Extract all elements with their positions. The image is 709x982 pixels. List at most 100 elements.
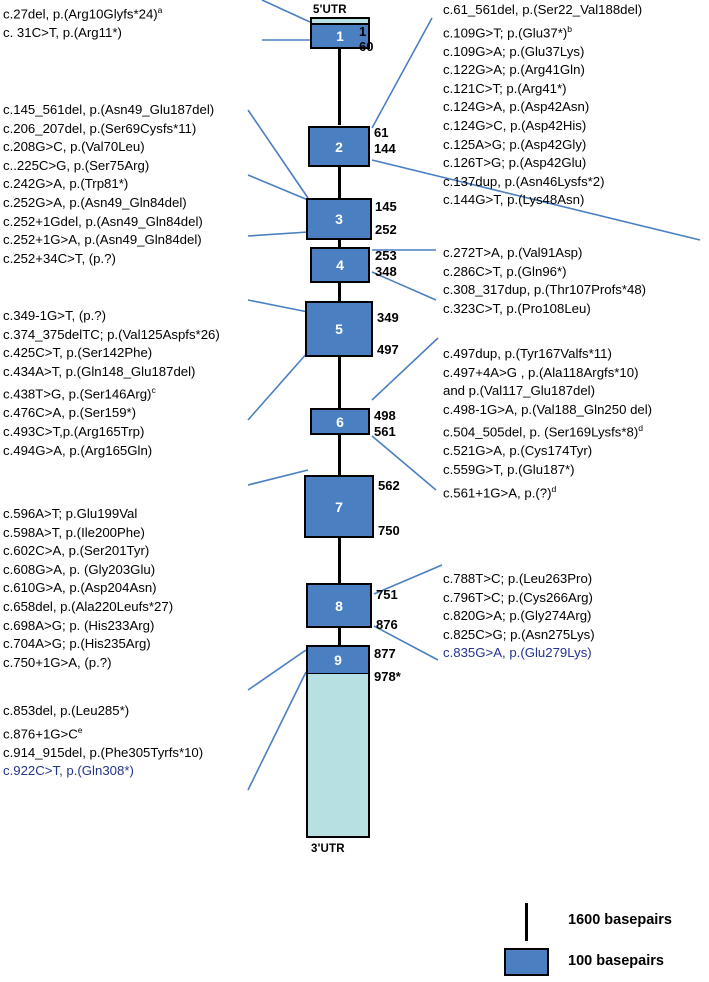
variant-line: c.61_561del, p.(Ser22_Val188del) [443, 2, 643, 17]
utr5-region [310, 17, 370, 25]
variant-block-exon3: c.145_561del, p.(Asn49_Glu187del) c.206_2… [3, 101, 214, 268]
variant-line: c.853del, p.(Leu285*) [3, 703, 130, 718]
variant-block-exon1: c.27del, p.(Arg10Glyfs*24)a c. 31C>T, p.(… [3, 1, 162, 43]
exon-4-end: 348 [375, 264, 397, 279]
legend-box-symbol [504, 948, 549, 976]
variant-line: c.788T>C; p.(Leu263Pro) [443, 571, 593, 586]
variant-line: c.109G>A; p.(Glu37Lys) [443, 43, 585, 59]
exon-3-start: 145 [375, 199, 397, 214]
variant-line: c.374_375delTC; p.(Val125Aspfs*26) [3, 326, 220, 342]
variant-line: c.252+1Gdel, p.(Asn49_Gln84del) [3, 213, 203, 229]
variant-line: c.242G>A, p.(Trp81*) [3, 176, 129, 192]
variant-line: c.27del, p.(Arg10Glyfs*24)a [3, 5, 163, 22]
legend-line-symbol [525, 903, 528, 941]
variant-line: c.206_207del, p.(Ser69Cysfs*11) [3, 120, 197, 136]
exon-6-end: 561 [374, 424, 396, 439]
variant-block-exon8: c.788T>C; p.(Leu263Pro) c.796T>C; p.(Cys2… [443, 570, 595, 663]
variant-line: c.286C>T, p.(Gln96*) [443, 263, 567, 279]
variant-line: c.561+1G>A, p.(?)d [443, 483, 557, 500]
exon-box-9[interactable]: 9 [306, 645, 370, 675]
variant-line: c.122G>A; p.(Arg41Gln) [443, 62, 585, 78]
exon-6-start: 498 [374, 408, 396, 423]
intron-5-6 [338, 355, 341, 409]
variant-line: c.272T>A, p.(Val91Asp) [443, 245, 583, 260]
variant-line: c.494G>A, p.(Arg165Gln) [3, 442, 153, 458]
intron-8-9 [338, 626, 341, 647]
exon-2-start: 61 [374, 125, 389, 140]
variant-line: c.493C>T,p.(Arg165Trp) [3, 423, 145, 439]
intron-2-3 [338, 166, 341, 201]
variant-line: c.145_561del, p.(Asn49_Glu187del) [3, 102, 215, 117]
exon-box-5[interactable]: 5 [305, 301, 373, 357]
exon-box-2[interactable]: 2 [308, 126, 370, 167]
variant-line: c.476C>A, p.(Ser159*) [3, 405, 137, 421]
exon-5-start: 349 [377, 310, 399, 325]
variant-line: c.124G>A, p.(Asp42Asn) [443, 99, 590, 115]
intron-3-4 [338, 238, 341, 248]
variant-line: c.438T>G, p.(Ser146Arg)c [3, 385, 156, 402]
variant-line: c.323C>T, p.(Pro108Leu) [443, 300, 591, 316]
variant-line: c.602C>A, p.(Ser201Tyr) [3, 543, 150, 559]
variant-line: c.497dup, p.(Tyr167Valfs*11) [443, 346, 612, 361]
variant-line: c.750+1G>A, (p.?) [3, 654, 112, 670]
variant-line: c.144G>T, p.(Lys48Asn) [443, 192, 585, 208]
exon-box-8[interactable]: 8 [306, 583, 372, 628]
variant-line: and p.(Val117_Glu187del) [443, 383, 596, 399]
footnote-marker: c [151, 385, 156, 396]
exon-box-7[interactable]: 7 [304, 475, 374, 538]
variant-line: c.835G>A, p.(Glu279Lys) [443, 645, 592, 661]
legend-box-label: 100 basepairs [568, 953, 664, 969]
variant-block-exon5: c.349-1G>T, (p.?)c.374_375delTC; p.(Val1… [3, 307, 220, 460]
footnote-marker: d [551, 483, 557, 494]
variant-line: c.698A>G; p. (His233Arg) [3, 617, 155, 633]
variant-line: c.796T>C; p.(Cys266Arg) [443, 589, 593, 605]
utr3-region [306, 674, 370, 838]
variant-line: c.126T>G; p.(Asp42Glu) [443, 155, 587, 171]
exon-2-end: 144 [374, 141, 396, 156]
variant-line: c.308_317dup, p.(Thr107Profs*48) [443, 282, 647, 298]
exon-1-start: 1 [359, 24, 367, 39]
exon-box-3[interactable]: 3 [306, 198, 372, 240]
exon-7-start: 562 [378, 478, 400, 493]
variant-line: c.825C>G; p.(Asn275Lys) [443, 626, 595, 642]
exon-1-end: 60 [359, 39, 374, 54]
intron-4-5 [338, 281, 341, 302]
variant-line: c.208G>C, p.(Val70Leu) [3, 139, 145, 155]
variant-line: c. 31C>T, p.(Arg11*) [3, 24, 122, 40]
variant-block-exon6: c.497dup, p.(Tyr167Valfs*11) c.497+4A>G ,… [443, 345, 652, 503]
variant-line: c.876+1G>Ce [3, 724, 83, 741]
footnote-marker: b [567, 23, 573, 34]
intron-7-8 [338, 537, 341, 584]
exon-box-6[interactable]: 6 [310, 408, 370, 435]
variant-line: c.252+1G>A, p.(Asn49_Gln84del) [3, 232, 202, 248]
exon-3-end: 252 [375, 222, 397, 237]
variant-line: c.914_915del, p.(Phe305Tyrfs*10) [3, 744, 204, 760]
variant-line: c.498-1G>A, p.(Val188_Gln250 del) [443, 401, 653, 417]
footnote-marker: e [77, 724, 83, 735]
legend-line-label: 1600 basepairs [568, 912, 672, 928]
exon-8-end: 876 [376, 617, 398, 632]
variant-line: c..225C>G, p.(Ser75Arg) [3, 157, 150, 173]
exon-5-end: 497 [377, 342, 399, 357]
utr3-label: 3'UTR [311, 843, 345, 855]
exon-box-1[interactable]: 1 [310, 23, 370, 49]
exon-box-4[interactable]: 4 [310, 247, 370, 283]
variant-line: c.497+4A>G , p.(Ala118Argfs*10) [443, 364, 639, 380]
variant-line: c.109G>T; p.(Glu37*)b [443, 23, 573, 40]
variant-line: c.504_505del, p. (Ser169Lysfs*8)d [443, 423, 644, 440]
variant-line: c.610G>A, p.(Asp204Asn) [3, 580, 157, 596]
exon-7-end: 750 [378, 523, 400, 538]
legend: 1600 basepairs 100 basepairs [490, 893, 709, 982]
variant-line: c.559G>T, p.(Glu187*) [443, 461, 575, 477]
variant-line: c.252+34C>T, (p.?) [3, 250, 116, 266]
variant-block-exon2: c.61_561del, p.(Ser22_Val188del) c.109G>T… [443, 1, 642, 210]
footnote-marker: d [638, 423, 644, 434]
variant-line: c.922C>T, p.(Gln308*) [3, 763, 134, 779]
variant-line: c.820G>A; p.(Gly274Arg) [443, 608, 592, 624]
variant-line: c.124G>C, p.(Asp42His) [443, 117, 587, 133]
exon-4-start: 253 [375, 248, 397, 263]
variant-line: c.598A>T, p.(Ile200Phe) [3, 524, 145, 540]
variant-line: c.608G>A, p. (Gly203Glu) [3, 561, 156, 577]
